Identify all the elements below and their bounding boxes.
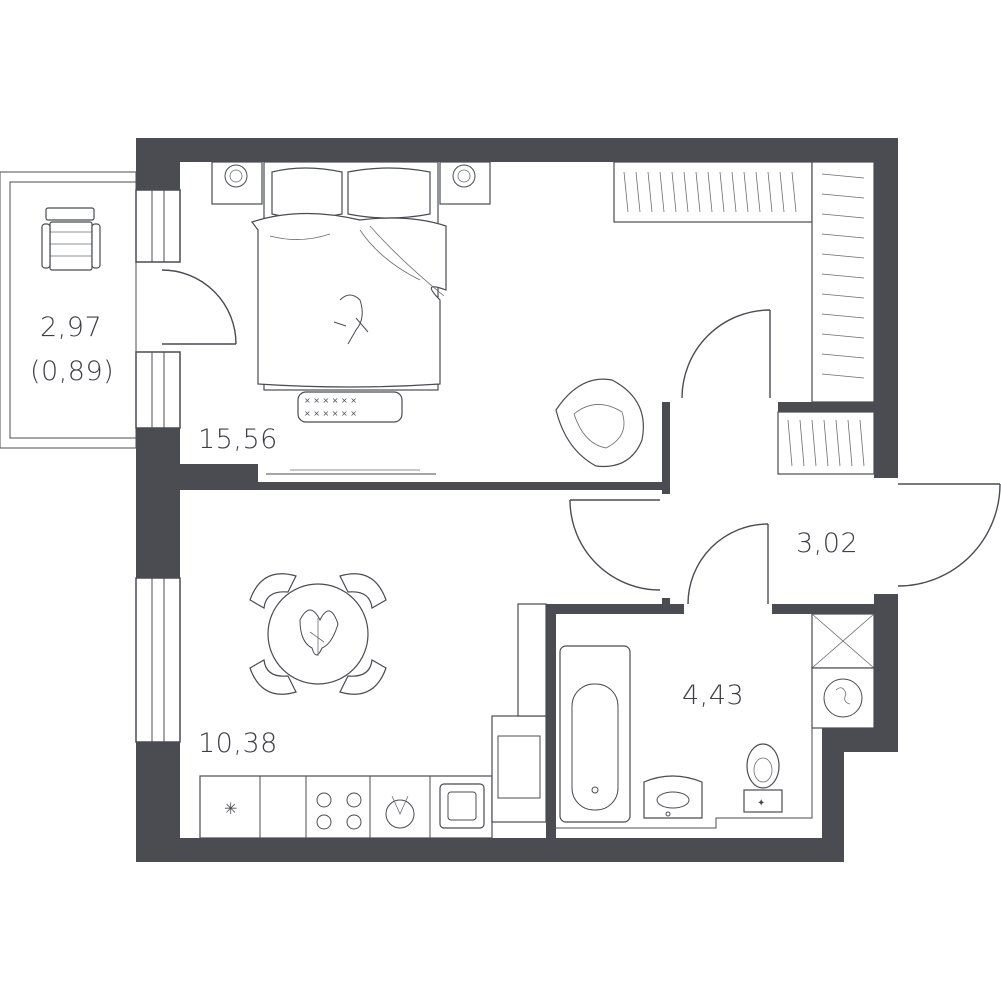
rug-icon: × × × × × × × × × × × ×: [297, 391, 403, 423]
wardrobe-side: [811, 161, 875, 403]
shower-tray-icon: [811, 613, 875, 669]
bedroom-furniture: × × × × × × × × × × × ×: [211, 161, 875, 475]
bedroom-area-label: 15,56: [198, 424, 278, 455]
extractor-icon: [385, 795, 415, 829]
balcony-chair-icon: [41, 207, 101, 271]
windows: [135, 189, 181, 743]
hallway-wardrobe: [777, 411, 875, 475]
kitchen-counter: ✳: [199, 775, 493, 839]
balcony: [0, 171, 137, 449]
fridge-icon: [491, 603, 547, 823]
toilet-icon: ✦: [743, 743, 783, 813]
washing-machine-icon: [811, 667, 875, 729]
svg-text:✦: ✦: [757, 798, 765, 809]
bathroom-furniture: ✦: [556, 613, 875, 829]
svg-text:✳: ✳: [224, 799, 237, 818]
wardrobe-top: [613, 161, 813, 223]
svg-text:× × × × × ×: × × × × × ×: [304, 396, 357, 405]
walls: [136, 138, 898, 862]
bathroom-area-label: 4,43: [682, 680, 744, 711]
washbasin-icon: [643, 775, 703, 819]
hallway-area-label: 3,02: [796, 528, 858, 559]
balcony-reduced-area-label: (0,89): [30, 356, 114, 387]
area-labels: 2,97 (0,89) 15,56 10,38 3,02 4,43: [30, 312, 858, 759]
bed-icon: [251, 161, 447, 391]
doors: [161, 269, 1001, 605]
dining-table-icon: [249, 573, 387, 695]
balcony-area-label: 2,97: [40, 312, 102, 343]
nightstand-left: [211, 161, 263, 205]
kitchen-area-label: 10,38: [198, 728, 278, 759]
cooktop-icon: [316, 792, 362, 830]
armchair-icon: [555, 378, 644, 468]
bathtub-icon: [559, 645, 631, 823]
kitchen-sink-icon: [439, 783, 485, 829]
nightstand-right: [439, 161, 491, 205]
svg-text:× × × × × ×: × × × × × ×: [304, 409, 357, 418]
kitchen-furniture: ✳: [199, 573, 547, 839]
